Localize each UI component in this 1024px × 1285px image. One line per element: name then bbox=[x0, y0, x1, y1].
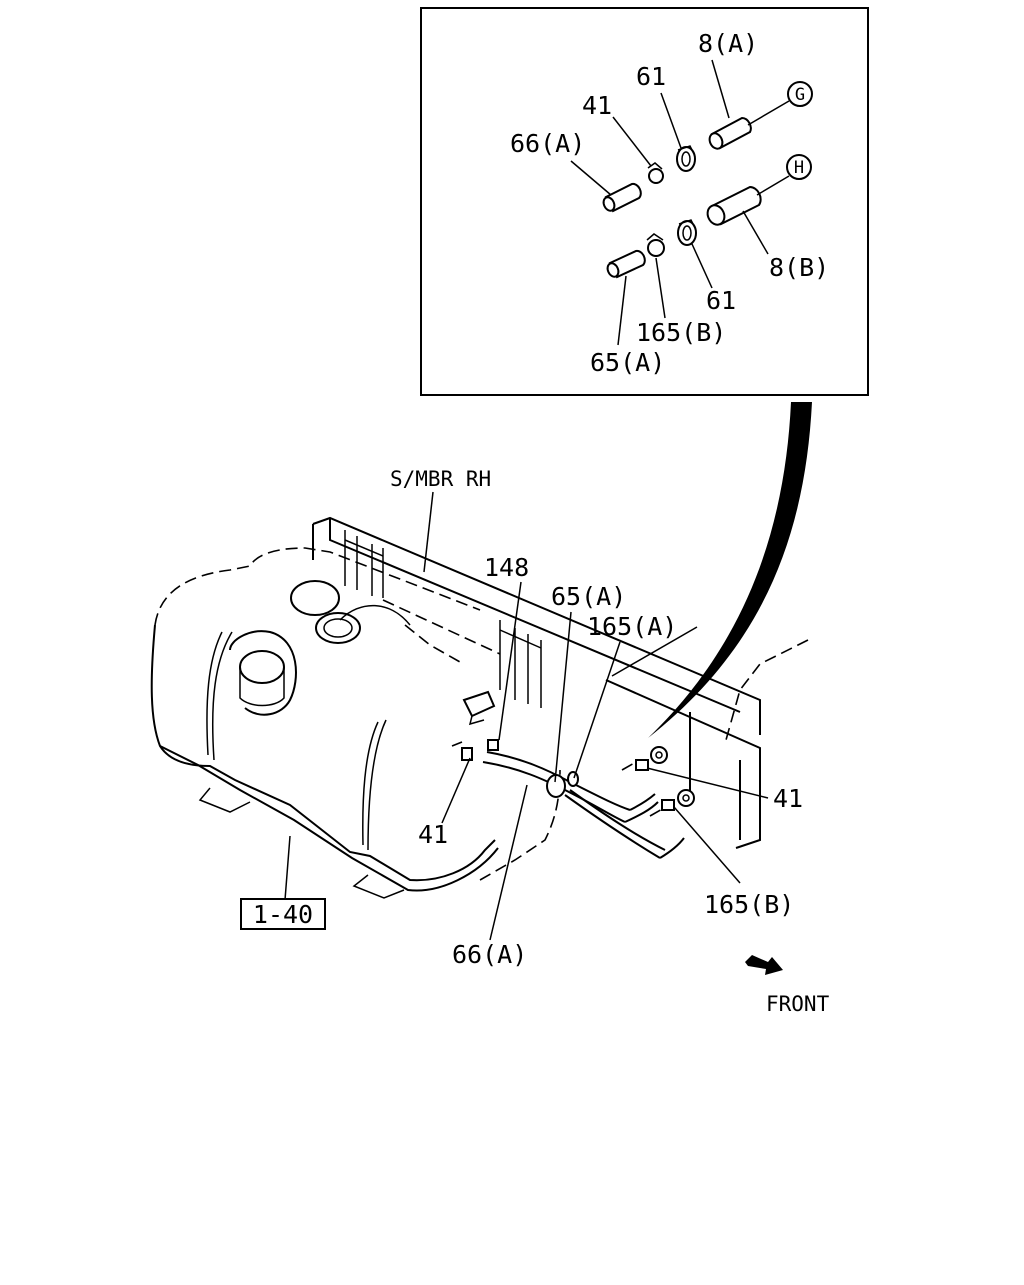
label-165b-inset: 165(B) bbox=[636, 318, 726, 347]
fuel-tank bbox=[150, 547, 561, 899]
front-arrow-icon bbox=[745, 955, 783, 975]
label-61-bottom: 61 bbox=[706, 286, 736, 315]
hose-8a bbox=[708, 100, 790, 150]
callout-g: G bbox=[795, 85, 805, 105]
hose-assembly bbox=[482, 751, 685, 859]
detail-connector bbox=[648, 402, 812, 738]
label-66a-inset: 66(A) bbox=[510, 129, 585, 158]
inset-detail: G H 8(A) 61 41 66(A) 8(B) 61 165(B) 65(A… bbox=[420, 7, 869, 396]
side-member bbox=[312, 516, 761, 849]
label-165a: 165(A) bbox=[587, 612, 677, 641]
ref-box bbox=[240, 898, 326, 930]
pipe-65a bbox=[606, 249, 646, 279]
pipe-66a bbox=[602, 182, 642, 213]
label-165b-main: 165(B) bbox=[704, 890, 794, 919]
body-panel bbox=[725, 639, 809, 741]
clamp-61-lower bbox=[677, 219, 697, 246]
label-65a-inset: 65(A) bbox=[590, 348, 665, 377]
clamp-61-upper bbox=[676, 145, 696, 172]
label-41-right: 41 bbox=[773, 784, 803, 813]
label-front: FRONT bbox=[766, 992, 830, 1016]
clip-165b-right bbox=[649, 789, 695, 817]
callout-h-circle bbox=[786, 154, 812, 180]
label-148: 148 bbox=[484, 553, 529, 582]
callout-g-circle bbox=[787, 81, 813, 107]
label-41-inset: 41 bbox=[582, 91, 612, 120]
hose-8b bbox=[706, 175, 790, 226]
label-41-left: 41 bbox=[418, 820, 448, 849]
callout-h: H bbox=[794, 158, 804, 178]
clip-165b-inset bbox=[646, 233, 665, 257]
clip-41-left bbox=[451, 741, 473, 761]
label-8b: 8(B) bbox=[769, 253, 829, 282]
inset-frame bbox=[420, 7, 869, 396]
clip-148 bbox=[462, 690, 499, 751]
label-8a: 8(A) bbox=[698, 29, 758, 58]
label-65a-main: 65(A) bbox=[551, 582, 626, 611]
label-61-top: 61 bbox=[636, 62, 666, 91]
label-66a-main: 66(A) bbox=[452, 940, 527, 969]
label-ref-1-40: 1-40 bbox=[253, 900, 313, 929]
label-smbr-rh: S/MBR RH bbox=[390, 467, 491, 491]
clip-41-right bbox=[621, 746, 668, 771]
main-assembly: 1-40 S/MBR RH 148 65(A) 165(A) 41 41 165… bbox=[150, 467, 830, 1016]
